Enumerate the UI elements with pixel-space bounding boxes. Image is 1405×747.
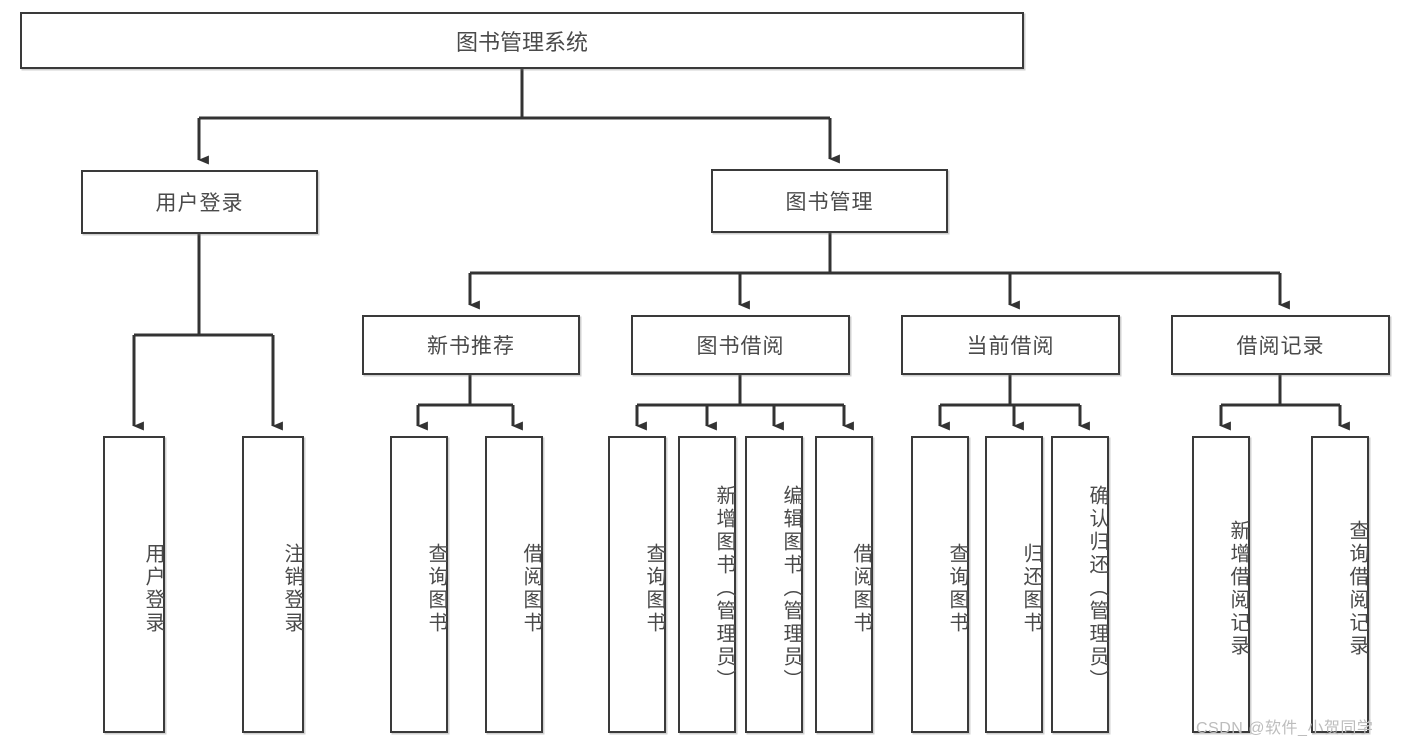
node-label: 用户登录 [142,542,164,635]
leaf-query-book-new[interactable]: 查询图书 [390,436,448,733]
node-label: 当前借阅 [966,335,1055,358]
leaf-add-book-admin[interactable]: 新增图书（管理员） [678,436,736,733]
leaf-edit-book-admin[interactable]: 编辑图书（管理员） [745,436,803,733]
node-label: 借阅记录 [1236,335,1325,358]
node-label: 新书推荐 [427,335,515,358]
node-label: 查询图书 [425,542,447,635]
node-label: 查询图书 [643,542,665,635]
node-label: 查询借阅记录 [1346,519,1368,658]
leaf-query-borrow-record[interactable]: 查询借阅记录 [1311,436,1369,733]
leaf-confirm-return-admin[interactable]: 确认归还（管理员） [1051,436,1109,733]
node-book-management[interactable]: 图书管理 [711,169,948,233]
node-label: 新增借阅记录 [1227,519,1249,658]
node-user-login[interactable]: 用户登录 [81,170,318,234]
watermark: CSDN @软件_小贺同学 [1196,720,1374,737]
leaf-query-book-borrow[interactable]: 查询图书 [608,436,666,733]
node-label: 归还图书 [1020,542,1042,635]
node-label: 编辑图书（管理员） [780,485,802,692]
leaf-borrow-book-new[interactable]: 借阅图书 [485,436,543,733]
leaf-borrow-book[interactable]: 借阅图书 [815,436,873,733]
node-current-borrow[interactable]: 当前借阅 [901,315,1120,375]
node-book-borrow[interactable]: 图书借阅 [631,315,850,375]
node-label: 图书借阅 [696,335,785,358]
node-label: 图书管理 [785,191,874,214]
node-label: 确认归还（管理员） [1086,485,1108,692]
node-label: 用户登录 [155,192,244,215]
leaf-query-book-current[interactable]: 查询图书 [911,436,969,733]
node-root-system[interactable]: 图书管理系统 [20,12,1024,69]
node-new-book-recommend[interactable]: 新书推荐 [362,315,580,375]
node-label: 查询图书 [946,542,968,635]
leaf-logout[interactable]: 注销登录 [242,436,304,733]
node-label: 注销登录 [281,542,303,635]
node-label: 借阅图书 [850,542,872,635]
node-label: 图书管理系统 [455,29,588,55]
node-borrow-records[interactable]: 借阅记录 [1171,315,1390,375]
node-label: 新增图书（管理员） [713,485,735,692]
leaf-user-login[interactable]: 用户登录 [103,436,165,733]
node-label: 借阅图书 [520,542,542,635]
leaf-return-book[interactable]: 归还图书 [985,436,1043,733]
leaf-add-borrow-record[interactable]: 新增借阅记录 [1192,436,1250,733]
